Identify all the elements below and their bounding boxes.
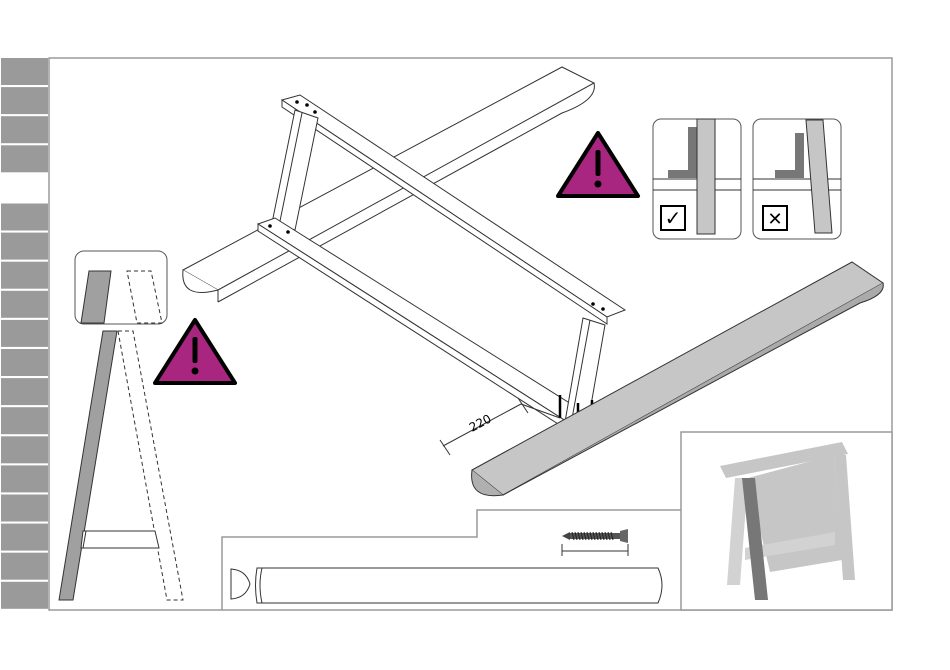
part-log-end	[231, 569, 250, 599]
step-tab	[1, 291, 48, 318]
side-crossbar	[81, 531, 159, 548]
step-tab	[1, 553, 48, 580]
correct-orientation-detail: ✓	[653, 119, 741, 239]
side-view-detail	[59, 251, 183, 600]
screw-icon	[562, 529, 628, 556]
side-leg-solid	[59, 331, 117, 600]
step-tab	[1, 465, 48, 492]
step-tab	[1, 407, 48, 434]
bottom-rail	[258, 218, 603, 440]
step-tab	[1, 582, 48, 609]
checkbox-correct-symbol: ✓	[665, 206, 682, 230]
checkbox-wrong-symbol: ✕	[767, 209, 782, 230]
warning-icon	[155, 320, 235, 383]
warning-icon	[558, 133, 638, 196]
part-log	[256, 568, 663, 603]
step-tab-active	[1, 174, 48, 201]
step-tab	[1, 320, 48, 347]
step-tab	[1, 233, 48, 260]
step-tab	[1, 349, 48, 376]
parts-panel	[222, 510, 681, 610]
wrong-orientation-detail: ✕	[753, 119, 841, 239]
step-tab	[1, 524, 48, 551]
step-tab	[1, 436, 48, 463]
step-tab	[1, 87, 48, 114]
step-tabs	[1, 58, 48, 609]
step-tab	[1, 378, 48, 405]
step-tab	[1, 58, 48, 85]
step-tab	[1, 262, 48, 289]
step-tab	[1, 116, 48, 143]
overview-panel	[681, 432, 892, 610]
step-tab	[1, 204, 48, 231]
dimension-value: 220	[467, 412, 494, 435]
step-tab	[1, 145, 48, 172]
step-tab	[1, 495, 48, 522]
